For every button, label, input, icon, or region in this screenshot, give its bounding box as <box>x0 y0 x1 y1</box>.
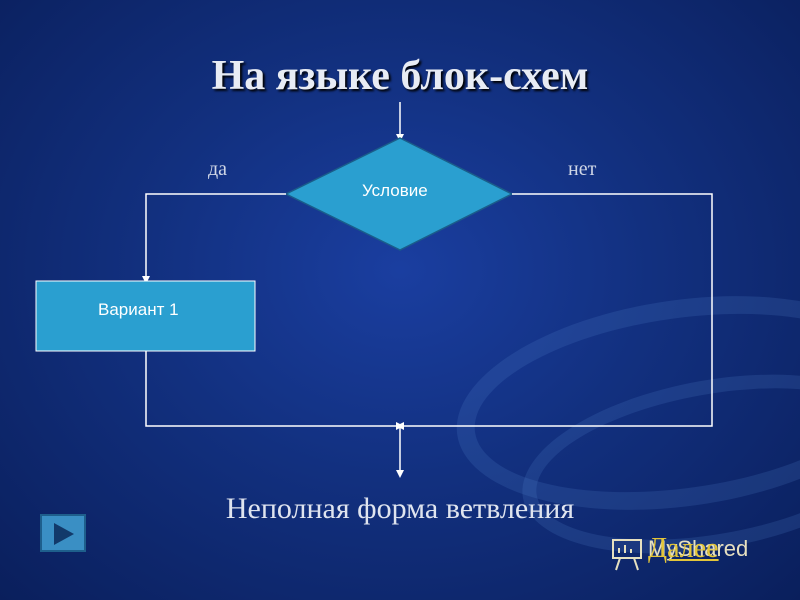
variant-exit-line <box>145 351 404 430</box>
play-icon <box>54 523 74 545</box>
presentation-icon <box>612 539 642 571</box>
condition-label: Условие <box>362 181 428 200</box>
yes-label: да <box>208 158 228 180</box>
slide-title: На языке блок-схем <box>211 53 589 99</box>
watermark-text: MyShared <box>648 536 749 561</box>
slide-caption: Неполная форма ветвления <box>225 492 575 525</box>
next-link[interactable]: Далее <box>648 533 719 564</box>
no-label: нет <box>568 158 597 180</box>
yes-branch-line <box>142 193 286 284</box>
next-slide-button[interactable] <box>40 514 86 552</box>
no-branch-line <box>396 193 713 430</box>
variant-label: Вариант 1 <box>98 300 179 319</box>
condition-diamond <box>284 137 514 251</box>
